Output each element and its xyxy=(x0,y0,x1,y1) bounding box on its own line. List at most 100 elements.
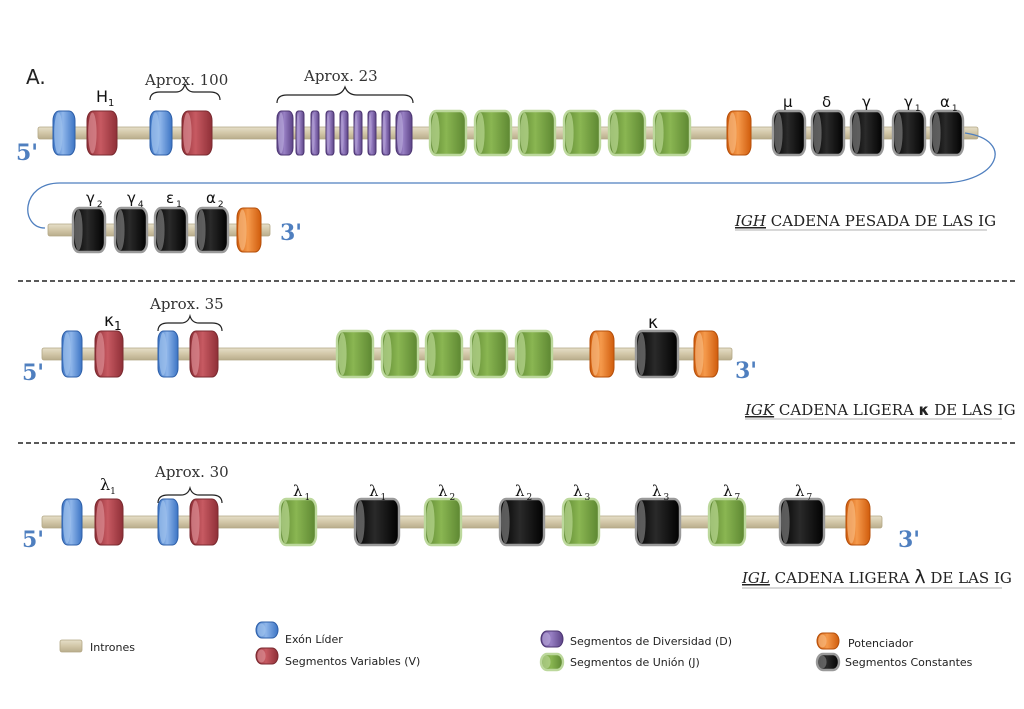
legend-constant-swatch xyxy=(815,652,841,672)
igk-variable-segment xyxy=(94,330,124,378)
legend-intron: Intrones xyxy=(59,639,135,654)
igl-union-segment xyxy=(423,497,463,547)
igl-enhancer-segment xyxy=(845,498,871,546)
igh-union-segment xyxy=(652,109,692,157)
igh-union-segment xyxy=(607,109,647,157)
igh-constant-segment xyxy=(771,109,807,157)
igh-union-segment xyxy=(517,109,557,157)
igh-diversity-segment xyxy=(276,110,294,156)
legend-leader-label: Exón Líder xyxy=(285,633,343,646)
igh-variable-segment xyxy=(86,110,118,156)
igh-constant-segment xyxy=(113,206,149,254)
legend-intron-label: Intrones xyxy=(90,641,135,654)
igh-5-prime-label: 5' xyxy=(16,140,38,166)
igh-diversity-segment xyxy=(367,110,377,156)
igk-leader-segment xyxy=(157,330,179,378)
igk-union-segment xyxy=(424,329,464,379)
igh-diversity-segment xyxy=(353,110,363,156)
igk-c-segment-label: κ xyxy=(648,313,658,333)
igh-d-brace-label: Aprox. 23 xyxy=(303,67,378,85)
igk-union-segment xyxy=(469,329,509,379)
igh-v-brace-label: Aprox. 100 xyxy=(144,71,228,89)
igh-connector-curve xyxy=(27,132,996,229)
igl-brace-label: Aprox. 30 xyxy=(154,463,229,481)
igh-v-segment-label: H1 xyxy=(96,87,114,109)
igh-diversity-segment xyxy=(295,110,305,156)
legend-union-swatch xyxy=(539,652,565,672)
igh-union-segment xyxy=(473,109,513,157)
igl-leader-segment xyxy=(157,498,179,546)
legend-leader: Exón Líder xyxy=(255,621,343,646)
igh-constant-segment xyxy=(929,109,965,157)
legend-constant-label: Segmentos Constantes xyxy=(845,656,973,669)
igk-enhancer-segment xyxy=(589,330,615,378)
legend-leader-swatch xyxy=(255,621,279,639)
igk-brace-label: Aprox. 35 xyxy=(149,295,224,313)
igk-brace xyxy=(157,313,223,332)
igl-variable-segment xyxy=(94,498,124,546)
igl-constant-segment xyxy=(498,497,546,547)
legend-diversity: Segmentos de Diversidad (D) xyxy=(540,630,732,648)
igh-constant-label: μ xyxy=(783,93,793,111)
igh-constant-segment xyxy=(849,109,885,157)
legend: Intrones Exón Líder Segmentos Variables … xyxy=(59,621,973,672)
legend-union: Segmentos de Unión (J) xyxy=(539,652,700,672)
igh-enhancer-segment xyxy=(236,207,262,253)
igk-enhancer-segment xyxy=(693,330,719,378)
igh-constant-segment xyxy=(153,206,189,254)
igh-diversity-segment xyxy=(339,110,349,156)
igh-constant-segment xyxy=(194,206,230,254)
igh-constant-segment xyxy=(810,109,846,157)
igh-diversity-segment xyxy=(310,110,320,156)
legend-diversity-label: Segmentos de Diversidad (D) xyxy=(570,635,732,648)
igh-leader-segment xyxy=(52,110,76,156)
igl-union-segment xyxy=(561,497,601,547)
igk-leader-segment xyxy=(61,330,83,378)
igh-union-segment xyxy=(428,109,468,157)
igl-constant-segment xyxy=(634,497,682,547)
legend-variable-swatch xyxy=(255,647,279,665)
igh-constant-segment xyxy=(71,206,107,254)
legend-union-label: Segmentos de Unión (J) xyxy=(570,656,700,669)
igl-title: IGL CADENA LIGERA λ DE LAS IG xyxy=(741,566,1012,588)
igk-constant-segment xyxy=(634,329,680,379)
panel-label: A. xyxy=(26,65,46,89)
igl-constant-segment xyxy=(353,497,401,547)
igl-v-segment-label: λ1 xyxy=(100,475,116,497)
igl-variable-segment xyxy=(189,498,219,546)
igh-constant-label: γ xyxy=(862,93,871,111)
igl-union-segment xyxy=(707,497,747,547)
igh-union-segment xyxy=(562,109,602,157)
igh-3-prime-label: 3' xyxy=(280,220,302,246)
igk-section: 5' 3' Aprox. 35 κ1 κ IGK CADENA LIGERA κ… xyxy=(22,295,1016,420)
igl-leader-segment xyxy=(61,498,83,546)
legend-variable-label: Segmentos Variables (V) xyxy=(285,655,420,668)
igh-diversity-segment xyxy=(395,110,413,156)
igh-leader-segment xyxy=(149,110,173,156)
legend-diversity-swatch xyxy=(540,630,564,648)
igl-5-prime-label: 5' xyxy=(22,527,44,553)
igk-union-segment xyxy=(335,329,375,379)
igh-constant-label: δ xyxy=(822,93,831,111)
igh-v-brace xyxy=(149,83,221,101)
igh-variable-segment xyxy=(181,110,213,156)
igl-union-segment xyxy=(278,497,318,547)
legend-constant: Segmentos Constantes xyxy=(815,652,973,672)
igk-variable-segment xyxy=(189,330,219,378)
legend-variable: Segmentos Variables (V) xyxy=(255,647,420,668)
igh-constant-segment xyxy=(891,109,927,157)
igh-d-brace xyxy=(276,85,414,104)
